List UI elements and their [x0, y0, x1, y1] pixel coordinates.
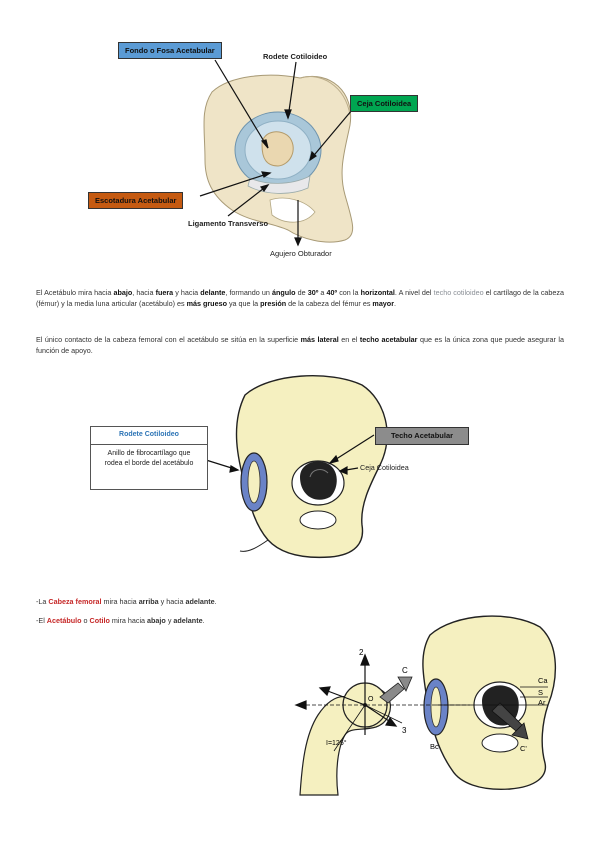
callout-title: Rodete Cotiloideo: [91, 427, 207, 445]
arrow-c-label: C: [402, 666, 408, 675]
bullet-cabeza-femoral: -La Cabeza femoral mira hacia arriba y h…: [36, 597, 217, 606]
femur-acetabulum-figure: 2 C O 3 I=125° Ca S Ar Bc C': [294, 615, 556, 796]
agujero-obturador-label: Agujero Obturador: [270, 249, 332, 258]
ceja-cotiloidea-label: Ceja Cotiloidea: [350, 95, 419, 112]
paragraph-femoral-contact: El único contacto de la cabeza femoral c…: [36, 335, 564, 356]
ca-label: Ca: [538, 676, 548, 685]
bullet-acetabulo: -El Acetábulo o Cotilo mira hacia abajo …: [36, 616, 205, 625]
acetabular-fossa: [261, 131, 294, 167]
callout-description: Anillo de fibrocartílago que rodea el bo…: [104, 449, 194, 468]
ligamento-transverso-label: Ligamento Transverso: [188, 219, 269, 228]
acetabular-roof-shading: [300, 461, 337, 500]
hip-socket-figure: [205, 374, 388, 559]
center-o-label: O: [368, 696, 374, 703]
angle-label: I=125°: [326, 739, 347, 747]
rodete-cotiloideo-label: Rodete Cotiloideo: [263, 52, 328, 61]
paragraph-acetabulo-orientation: El Acetábulo mira hacia abajo, hacia fue…: [36, 288, 564, 309]
acetabulum-anatomy-figure: [199, 59, 354, 247]
rodete-cotiloideo-callout: Rodete Cotiloideo Anillo de fibrocartíla…: [90, 426, 208, 490]
bc-label: Bc: [430, 742, 439, 751]
fondo-acetabular-label: Fondo o Fosa Acetabular: [118, 42, 222, 59]
axis-2-label: 2: [359, 648, 364, 657]
escotadura-acetabular-label: Escotadura Acetabular: [88, 192, 184, 209]
c-prime-label: C': [520, 744, 527, 753]
ar-label: Ar: [538, 698, 546, 707]
s-label: S: [538, 688, 543, 697]
axis-3-label: 3: [402, 726, 407, 735]
techo-acetabular-label: Techo Acetabular: [375, 427, 469, 445]
ceja-cotiloidea-label-2: Ceja Cotiloidea: [360, 463, 409, 472]
obturator-foramen-shape: [269, 197, 316, 223]
